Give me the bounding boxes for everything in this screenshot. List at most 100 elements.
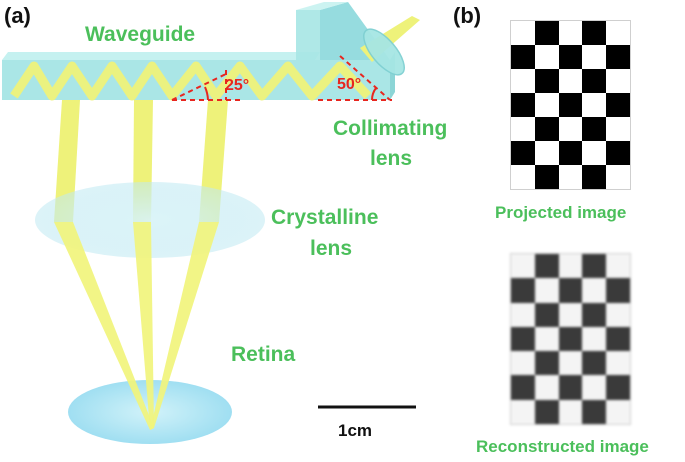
checker-cell <box>511 45 535 69</box>
checker-cell <box>534 69 559 93</box>
checker-cell <box>582 141 607 165</box>
checker-cell <box>511 117 535 141</box>
checker-cell <box>606 45 630 69</box>
panel-b-label: (b) <box>453 3 482 28</box>
checker-cell <box>582 278 607 303</box>
checker-cell <box>582 93 607 117</box>
waveguide-top-face <box>2 52 320 60</box>
angle-50-ray <box>339 55 391 101</box>
checker-cell <box>582 351 607 376</box>
checker-cell <box>582 302 607 327</box>
checker-cell <box>558 45 583 69</box>
checker-cell <box>558 141 583 165</box>
waveguide-label: Waveguide <box>85 23 196 46</box>
angle-25-ray <box>171 73 227 101</box>
scale-bar-label: 1cm <box>338 421 373 440</box>
checker-cell <box>606 351 630 376</box>
projected-image-caption: Projected image <box>495 203 627 222</box>
checker-cell <box>511 326 535 352</box>
beam-middle-lower <box>133 222 154 430</box>
checker-cell <box>511 93 535 117</box>
checker-cell <box>606 254 630 279</box>
checker-cell <box>558 351 583 376</box>
checker-cell <box>511 254 535 279</box>
angle-50-label: 50° <box>337 76 362 93</box>
checker-cell <box>511 399 535 424</box>
crystalline-lens-label-line-1: Crystalline <box>271 206 379 229</box>
beam-left-lower <box>54 222 154 430</box>
collimating-lens <box>363 28 405 76</box>
checker-cell <box>582 117 607 141</box>
collimating-lens-label-line-1: Collimating <box>333 117 448 140</box>
checker-cell <box>534 254 559 279</box>
checker-cell <box>558 69 583 93</box>
checker-cell <box>534 326 559 352</box>
checker-cell <box>606 21 630 45</box>
prism-front <box>296 10 320 60</box>
checker-cell <box>606 302 630 327</box>
checker-cell <box>606 93 630 117</box>
projected-checkerboard <box>510 20 631 190</box>
checker-cell <box>534 45 559 69</box>
checker-cell <box>558 375 583 400</box>
prism-top <box>296 2 348 10</box>
checker-cell <box>511 21 535 45</box>
checker-cell <box>606 326 630 352</box>
checker-cell <box>606 399 630 424</box>
checker-cell <box>582 69 607 93</box>
checker-cell <box>534 278 559 303</box>
checker-cell <box>558 117 583 141</box>
angle-25-label: 25° <box>225 77 250 94</box>
checker-cell <box>558 326 583 352</box>
checker-cell <box>558 399 583 424</box>
checker-cell <box>558 165 583 189</box>
checker-cell <box>511 351 535 376</box>
checker-cell <box>606 278 630 303</box>
angle-50-arc <box>371 87 377 101</box>
checker-cell <box>534 375 559 400</box>
checker-cell <box>511 69 535 93</box>
checker-cell <box>582 399 607 424</box>
collimating-lens-label-line-2: lens <box>370 147 413 170</box>
reconstructed-image-caption: Reconstructed image <box>476 437 649 456</box>
checker-cell <box>558 302 583 327</box>
checker-cell <box>606 117 630 141</box>
checker-cell <box>582 326 607 352</box>
checker-cell <box>606 165 630 189</box>
checker-cell <box>606 375 630 400</box>
checker-cell <box>534 117 559 141</box>
checker-cell <box>558 93 583 117</box>
checker-cell <box>606 141 630 165</box>
retina-label: Retina <box>231 343 296 366</box>
waveguide-beam <box>10 61 372 101</box>
crystalline-lens-label-line-2: lens <box>310 237 353 260</box>
beam-right-lower <box>150 222 219 430</box>
checker-cell <box>511 375 535 400</box>
checker-cell <box>582 165 607 189</box>
beam-left-upper <box>54 100 80 222</box>
panel-a-label: (a) <box>4 3 31 28</box>
checker-cell <box>511 278 535 303</box>
checker-cell <box>511 302 535 327</box>
checker-cell <box>534 141 559 165</box>
checker-cell <box>534 399 559 424</box>
checker-cell <box>558 254 583 279</box>
checker-cell <box>558 21 583 45</box>
checker-cell <box>582 45 607 69</box>
checker-cell <box>511 141 535 165</box>
checker-cell <box>606 69 630 93</box>
checker-cell <box>511 165 535 189</box>
checker-cell <box>534 93 559 117</box>
checker-cell <box>534 165 559 189</box>
checker-cell <box>558 278 583 303</box>
angle-25-arc <box>204 86 209 101</box>
checker-cell <box>534 351 559 376</box>
reconstructed-checkerboard <box>510 253 631 425</box>
checker-cell <box>534 302 559 327</box>
checker-cell <box>582 21 607 45</box>
checker-cell <box>534 21 559 45</box>
checker-cell <box>582 254 607 279</box>
checker-cell <box>582 375 607 400</box>
